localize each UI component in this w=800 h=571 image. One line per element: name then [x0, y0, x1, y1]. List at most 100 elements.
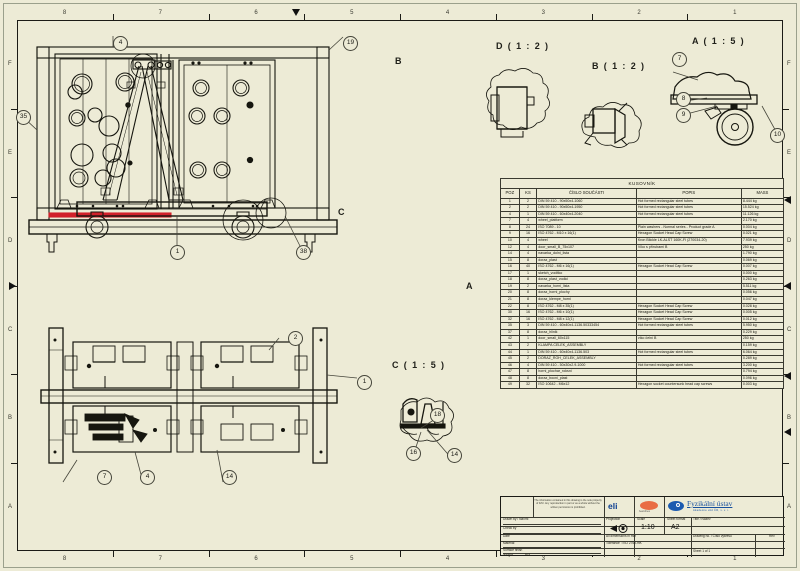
zone-letter-A: A: [787, 503, 792, 510]
zone-number-1: 1: [733, 10, 737, 16]
cell-mass: 0.003 kg: [740, 381, 785, 389]
center-mark-right4-icon: [784, 428, 791, 436]
zone-letter-C: C: [787, 326, 792, 333]
zone-tick: [495, 14, 497, 20]
balloon-front-view-38[interactable]: 38: [296, 245, 311, 260]
parts-list-header-poz: POZ: [500, 188, 520, 199]
balloon-front-view-19[interactable]: 19: [343, 36, 358, 51]
zone-number-8: 8: [62, 10, 67, 16]
balloon-detail-c-16[interactable]: 16: [406, 446, 421, 461]
tolerance-note: Tolerance : ISO 2768-mK: [606, 541, 642, 545]
tolerance-units-label: All dimensions in mm: [606, 534, 637, 538]
zone-number-8: 8: [62, 556, 67, 562]
zone-number-5: 5: [350, 556, 354, 562]
zone-number-7: 7: [158, 10, 162, 16]
detail-a-label: A ( 1 : 5 ): [692, 36, 746, 46]
zone-letter-D: D: [787, 238, 792, 245]
top-view-geometry: [40, 327, 338, 464]
balloon-detail-a-7[interactable]: 7: [672, 52, 687, 67]
rev-label: Rev: [769, 534, 775, 538]
fzu-logo-subtext: Akademie věd ČR, v. v. i.: [693, 509, 730, 512]
balloon-top-view-7[interactable]: 7: [97, 470, 112, 485]
scale-value: 1:10: [641, 524, 655, 531]
balloon-top-view-2[interactable]: 2: [288, 331, 303, 346]
detail-b-geometry: [581, 102, 642, 148]
zone-number-1: 1: [733, 556, 737, 562]
zone-number-6: 6: [254, 10, 258, 16]
zone-number-4: 4: [445, 556, 450, 562]
balloon-front-view-4[interactable]: 4: [113, 36, 128, 51]
balloon-detail-c-18[interactable]: 18: [430, 408, 445, 423]
zone-tick: [400, 14, 401, 20]
zone-tick: [783, 462, 789, 464]
sheet-outer-border: [3, 3, 797, 568]
material-label: Material: [503, 541, 515, 545]
cell-ks: 32: [518, 381, 538, 389]
sheet-number-label: Sheet 1 of 1: [693, 549, 711, 553]
center-mark-top-icon: [292, 9, 300, 16]
zone-tick: [208, 551, 210, 557]
drawing-geometry: [22, 36, 779, 483]
zone-letter-A: A: [8, 503, 13, 510]
center-mark-right2-icon: [784, 196, 791, 204]
balloon-front-view-35[interactable]: 35: [16, 110, 31, 125]
zone-tick: [112, 14, 114, 20]
detail-b-label: B ( 1 : 2 ): [592, 61, 646, 71]
zone-tick: [304, 551, 306, 557]
section-mark-c: C: [338, 207, 345, 217]
detail-d-label: D ( 1 : 2 ): [496, 41, 550, 51]
section-mark-a: A: [466, 281, 473, 291]
parts-list-title: KUSOVNÍK: [500, 177, 784, 190]
zone-letter-B: B: [8, 415, 13, 422]
balloon-top-view-1[interactable]: 1: [357, 375, 372, 390]
checked-by-label: Check by: [503, 526, 517, 530]
side-view-geometry: [76, 53, 268, 241]
zone-tick: [687, 14, 689, 20]
parts-list-title-row: KUSOVNÍK: [500, 177, 784, 190]
zone-number-3: 3: [541, 556, 545, 562]
zone-letter-F: F: [787, 61, 791, 68]
zone-letter-D: D: [8, 238, 13, 245]
balloon-top-view-14[interactable]: 14: [222, 470, 237, 485]
cell-poz: 49: [500, 381, 520, 389]
fzu-logo-mark: [668, 501, 684, 511]
zone-number-7: 7: [158, 556, 162, 562]
cell-desc: Hexagon socket countersunk head cap scre…: [635, 381, 742, 389]
balloon-side-view-1[interactable]: 1: [170, 245, 185, 260]
eli-logo-sub: beamlines: [639, 510, 650, 513]
detail-d-geometry: [486, 68, 550, 138]
detail-c-label: C ( 1 : 5 ): [392, 360, 446, 370]
balloon-detail-a-10[interactable]: 10: [770, 128, 785, 143]
center-mark-left-icon: [9, 282, 16, 290]
drawn-by-label: Drawn by / Navrhl: [503, 517, 529, 521]
weight-value: N/A: [525, 552, 531, 557]
balloon-detail-a-9[interactable]: 9: [676, 108, 691, 123]
zone-number-5: 5: [350, 10, 354, 16]
center-mark-right3-icon: [784, 372, 791, 380]
projection-label: Projection: [606, 517, 621, 521]
zone-letter-E: E: [787, 149, 792, 156]
zone-number-3: 3: [541, 10, 545, 16]
zone-letter-E: E: [8, 149, 13, 156]
zone-tick: [11, 462, 17, 464]
zone-number-2: 2: [637, 10, 641, 16]
balloon-detail-a-8[interactable]: 8: [676, 92, 691, 107]
title-block[interactable]: The information contained in this drawin…: [500, 496, 785, 557]
parts-list-header-číslo-součásti: ČÍSLO SOUČÁSTI: [536, 188, 637, 199]
cell-num: ISO 10642 - M6x12: [536, 381, 637, 389]
zone-number-6: 6: [254, 556, 258, 562]
zone-tick: [208, 14, 210, 20]
zone-tick: [11, 108, 17, 110]
balloon-detail-c-14[interactable]: 14: [447, 448, 462, 463]
disclaimer-text: The information contained in this drawin…: [534, 499, 602, 509]
zone-tick: [11, 197, 17, 198]
zone-letter-C: C: [8, 326, 13, 333]
parts-list-header-ks: KS: [518, 188, 538, 199]
balloon-top-view-4[interactable]: 4: [140, 470, 155, 485]
fzu-logo-text: Fyzikální ústav: [687, 499, 733, 508]
